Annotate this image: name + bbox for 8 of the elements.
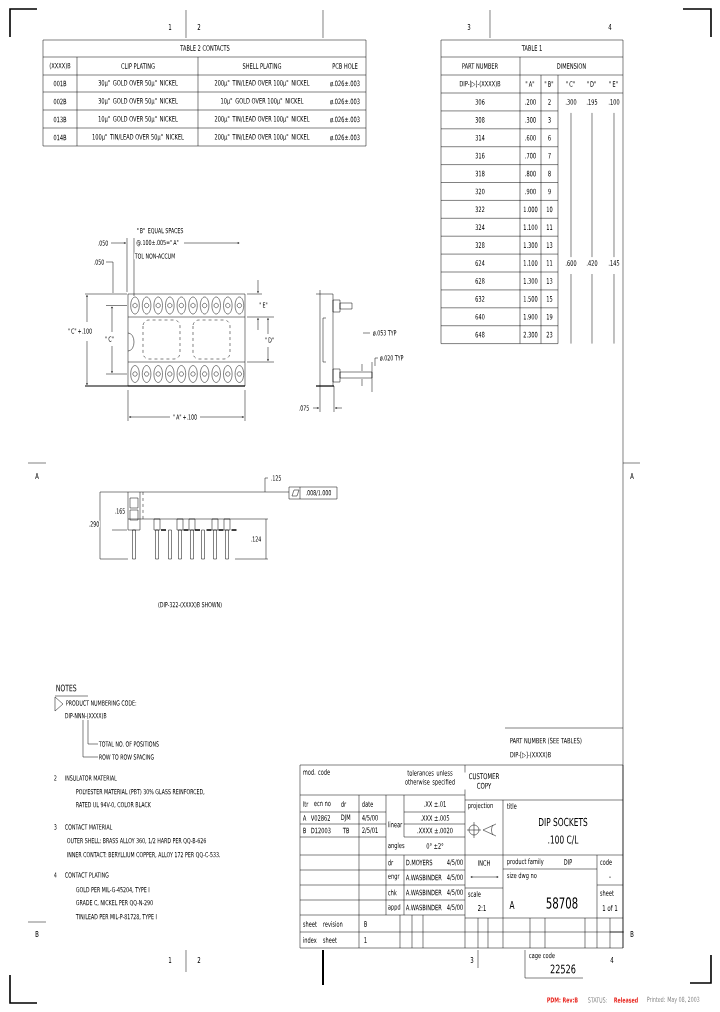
leader-line: [87, 719, 99, 745]
leader-line: [82, 719, 99, 758]
drawing-number: 58708: [545, 896, 579, 910]
drawing-title: .100 C/L: [547, 834, 579, 846]
notes-heading: NOTES: [55, 684, 78, 692]
cage-code: 22526: [549, 963, 577, 975]
drawing-title: A: [508, 900, 516, 910]
drawing-title: DIP SOCKETS: [537, 817, 589, 827]
